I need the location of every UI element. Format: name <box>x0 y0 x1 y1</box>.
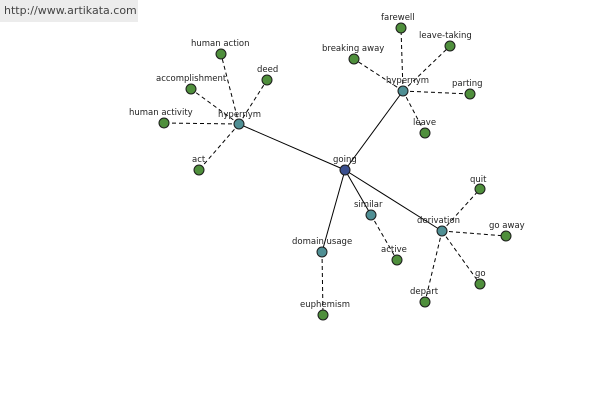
node-label-depart: depart <box>410 287 439 297</box>
node-label-deed: deed <box>257 65 278 75</box>
node-accomplishment[interactable]: accomplishment <box>156 74 227 95</box>
node-label-going: going <box>333 155 357 165</box>
node-similar[interactable]: similar <box>354 200 383 221</box>
edge-derivation-to-depart <box>424 230 443 303</box>
edge-going-to-similar <box>344 169 372 216</box>
node-dot-go[interactable] <box>474 278 486 290</box>
edge-hypernym1-to-act <box>198 123 240 171</box>
node-hypernym2[interactable]: hypernym <box>386 76 429 97</box>
node-dot-parting[interactable] <box>464 88 476 100</box>
node-dot-deed[interactable] <box>261 74 273 86</box>
node-dot-hypernym2[interactable] <box>397 85 409 97</box>
node-parting[interactable]: parting <box>452 79 483 100</box>
node-act[interactable]: act <box>192 155 206 176</box>
node-human-activity[interactable]: human activity <box>129 108 193 129</box>
node-layer: going hypernym hypernym similar derivation do… <box>129 13 525 321</box>
node-label-derivation: derivation <box>417 216 460 226</box>
node-dot-active[interactable] <box>391 254 403 266</box>
node-dot-farewell[interactable] <box>395 22 407 34</box>
edge-domain-usage-to-euphemism <box>321 251 324 316</box>
edge-hypernym2-to-leave <box>402 90 426 134</box>
node-label-accomplishment: accomplishment <box>156 74 227 84</box>
edge-derivation-to-go <box>441 230 481 285</box>
node-dot-domain-usage[interactable] <box>316 246 328 258</box>
node-dot-human-action[interactable] <box>215 48 227 60</box>
edge-going-to-hypernym2 <box>344 90 404 171</box>
source-watermark: http://www.artikata.com <box>0 0 138 22</box>
node-domain-usage[interactable]: domain usage <box>292 237 352 258</box>
node-go-away[interactable]: go away <box>489 221 525 242</box>
node-dot-hypernym1[interactable] <box>233 118 245 130</box>
node-human-action[interactable]: human action <box>191 39 250 60</box>
node-label-hypernym1: hypernym <box>218 110 261 120</box>
edge-going-to-derivation <box>344 169 443 232</box>
edge-hypernym1-to-human-activity <box>163 122 240 125</box>
edge-hypernym2-to-breaking-away <box>353 58 404 92</box>
node-label-farewell: farewell <box>381 13 415 23</box>
node-dot-go-away[interactable] <box>500 230 512 242</box>
edge-hypernym2-to-leave-taking <box>402 45 451 92</box>
node-leave-taking[interactable]: leave-taking <box>419 31 472 52</box>
edge-hypernym2-to-parting <box>402 90 471 95</box>
node-dot-derivation[interactable] <box>436 225 448 237</box>
node-label-breaking-away: breaking away <box>322 44 384 54</box>
edge-derivation-to-go-away <box>441 230 507 237</box>
node-label-parting: parting <box>452 79 483 89</box>
edge-hypernym1-to-human-action <box>220 53 240 125</box>
node-label-similar: similar <box>354 200 383 210</box>
node-deed[interactable]: deed <box>257 65 278 86</box>
node-dot-accomplishment[interactable] <box>185 83 197 95</box>
edge-going-to-hypernym1 <box>238 123 346 171</box>
node-label-human-activity: human activity <box>129 108 193 118</box>
node-active[interactable]: active <box>381 245 407 266</box>
edge-hypernym1-to-accomplishment <box>190 88 240 125</box>
node-label-active: active <box>381 245 407 255</box>
node-label-go: go <box>475 269 486 279</box>
node-dot-leave-taking[interactable] <box>444 40 456 52</box>
node-breaking-away[interactable]: breaking away <box>322 44 384 65</box>
node-label-leave: leave <box>413 118 436 128</box>
node-derivation[interactable]: derivation <box>417 216 460 237</box>
node-label-human-action: human action <box>191 39 250 49</box>
node-label-act: act <box>192 155 206 165</box>
node-quit[interactable]: quit <box>470 175 487 195</box>
node-going[interactable]: going <box>333 155 357 176</box>
node-dot-leave[interactable] <box>419 127 431 139</box>
node-dot-going[interactable] <box>339 164 351 176</box>
node-dot-act[interactable] <box>193 164 205 176</box>
node-go[interactable]: go <box>474 269 486 290</box>
node-dot-euphemism[interactable] <box>317 309 329 321</box>
node-label-go-away: go away <box>489 221 525 231</box>
edge-going-to-domain-usage <box>321 169 346 253</box>
node-farewell[interactable]: farewell <box>381 13 415 34</box>
edge-hypernym2-to-farewell <box>400 27 404 92</box>
node-label-euphemism: euphemism <box>300 300 350 310</box>
node-label-domain-usage: domain usage <box>292 237 352 247</box>
node-depart[interactable]: depart <box>410 287 439 308</box>
node-hypernym1[interactable]: hypernym <box>218 110 261 130</box>
edge-derivation-to-quit <box>441 188 481 232</box>
node-leave[interactable]: leave <box>413 118 436 139</box>
edge-similar-to-active <box>370 214 398 261</box>
node-label-leave-taking: leave-taking <box>419 31 472 41</box>
node-label-hypernym2: hypernym <box>386 76 429 86</box>
node-dot-quit[interactable] <box>474 183 486 195</box>
node-euphemism[interactable]: euphemism <box>300 300 350 321</box>
node-label-quit: quit <box>470 175 487 185</box>
node-dot-depart[interactable] <box>419 296 431 308</box>
node-dot-human-activity[interactable] <box>158 117 170 129</box>
edge-hypernym1-to-deed <box>238 79 268 125</box>
node-dot-similar[interactable] <box>365 209 377 221</box>
node-dot-breaking-away[interactable] <box>348 53 360 65</box>
edge-layer <box>163 27 507 316</box>
